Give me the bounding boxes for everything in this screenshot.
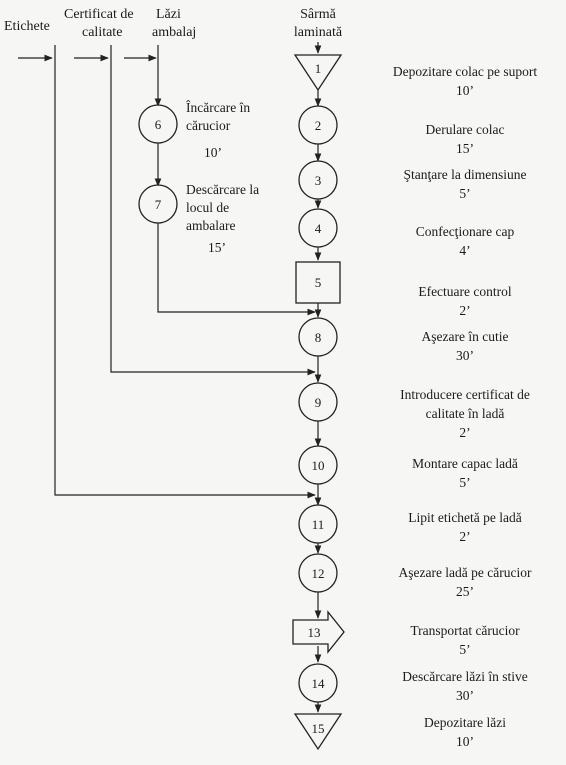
side-step-7: 7 Descărcare la locul de ambalare 15’ bbox=[138, 182, 259, 255]
step-3-label: Ştanţare la dimensiune bbox=[404, 167, 527, 182]
step-1-time: 10’ bbox=[456, 83, 474, 98]
step-number: 5 bbox=[315, 275, 322, 290]
step-10-time: 5’ bbox=[459, 475, 470, 490]
step-number: 11 bbox=[312, 517, 325, 532]
step-number: 2 bbox=[315, 118, 322, 133]
step-9-time: 2’ bbox=[459, 425, 470, 440]
step-14: 14 bbox=[298, 663, 338, 703]
transport-arrow-13 bbox=[292, 610, 345, 654]
input-label-sarma-line1: Sârmă bbox=[300, 7, 337, 22]
step-number: 13 bbox=[308, 625, 321, 640]
operation-circle-6 bbox=[138, 104, 178, 144]
step-9-label-line1: Introducere certificat de bbox=[400, 387, 530, 402]
step-number: 9 bbox=[315, 395, 322, 410]
input-label-etichete: Etichete bbox=[4, 19, 50, 34]
control-square-5 bbox=[295, 261, 341, 304]
step-10-label: Montare capac ladă bbox=[412, 456, 518, 471]
side-step-6-label-line2: cărucior bbox=[186, 118, 231, 133]
step-3: 3 bbox=[298, 160, 338, 200]
side-step-6: 6 Încărcare în cărucior 10’ bbox=[138, 100, 250, 160]
feed-line-certificat bbox=[110, 45, 316, 376]
step-13-label: Transportat cărucior bbox=[410, 623, 520, 638]
step-12-time: 25’ bbox=[456, 584, 474, 599]
operation-circle-4 bbox=[298, 208, 338, 248]
operation-circle-9 bbox=[298, 382, 338, 422]
step-12: 12 bbox=[298, 553, 338, 593]
step-number: 15 bbox=[312, 721, 325, 736]
feed-line-etichete bbox=[54, 45, 316, 499]
step-1-label: Depozitare colac pe suport bbox=[393, 64, 538, 79]
side-step-7-time: 15’ bbox=[208, 240, 226, 255]
step-2: 2 bbox=[298, 105, 338, 145]
step-number: 12 bbox=[312, 566, 325, 581]
step-4: 4 bbox=[298, 208, 338, 248]
input-label-certificat-line1: Certificat de bbox=[64, 7, 134, 22]
step-15-time: 10’ bbox=[456, 734, 474, 749]
step-15: 15 bbox=[293, 713, 343, 751]
step-8-label: Aşezare în cutie bbox=[422, 329, 509, 344]
step-2-label: Derulare colac bbox=[425, 122, 504, 137]
step-labels: Depozitare colac pe suport 10’ Derulare … bbox=[393, 64, 538, 749]
operation-circle-11 bbox=[298, 504, 338, 544]
step-4-time: 4’ bbox=[459, 243, 470, 258]
step-1: 1 bbox=[293, 54, 343, 92]
step-8-time: 30’ bbox=[456, 348, 474, 363]
side-step-7-label-line1: Descărcare la bbox=[186, 182, 259, 197]
step-9-label-line2: calitate în ladă bbox=[426, 406, 505, 421]
step-14-time: 30’ bbox=[456, 688, 474, 703]
step-number: 7 bbox=[155, 197, 162, 212]
step-8: 8 bbox=[298, 317, 338, 357]
step-3-time: 5’ bbox=[459, 186, 470, 201]
step-number: 4 bbox=[315, 221, 322, 236]
step-2-time: 15’ bbox=[456, 141, 474, 156]
step-13-time: 5’ bbox=[459, 642, 470, 657]
side-step-6-time: 10’ bbox=[204, 145, 222, 160]
step-14-label: Descărcare lăzi în stive bbox=[402, 669, 528, 684]
step-number: 1 bbox=[315, 61, 322, 76]
step-number: 8 bbox=[315, 330, 322, 345]
step-5-time: 2’ bbox=[459, 303, 470, 318]
step-5: 5 bbox=[295, 261, 341, 304]
operation-circle-14 bbox=[298, 663, 338, 703]
step-12-label: Aşezare ladă pe cărucior bbox=[398, 565, 532, 580]
side-step-7-label-line2: locul de bbox=[186, 200, 229, 215]
side-step-6-label-line1: Încărcare în bbox=[186, 100, 250, 115]
step-15-label: Depozitare lăzi bbox=[424, 715, 506, 730]
step-5-label: Efectuare control bbox=[418, 284, 512, 299]
storage-triangle-1 bbox=[293, 54, 343, 92]
feed-line-lazi-bottom bbox=[157, 222, 316, 316]
input-label-certificat-line2: calitate bbox=[82, 25, 122, 40]
operation-circle-3 bbox=[298, 160, 338, 200]
step-11-time: 2’ bbox=[459, 529, 470, 544]
operation-circle-2 bbox=[298, 105, 338, 145]
step-4-label: Confecţionare cap bbox=[416, 224, 515, 239]
step-number: 3 bbox=[315, 173, 322, 188]
step-11-label: Lipit etichetă pe ladă bbox=[408, 510, 522, 525]
operation-circle-7 bbox=[138, 184, 178, 224]
step-13: 13 bbox=[292, 610, 345, 654]
input-label-sarma-line2: laminată bbox=[294, 25, 343, 40]
step-11: 11 bbox=[298, 504, 338, 544]
operation-circle-12 bbox=[298, 553, 338, 593]
storage-triangle-15 bbox=[293, 713, 343, 751]
input-label-lazi-line1: Lăzi bbox=[156, 7, 181, 22]
step-10: 10 bbox=[298, 445, 338, 485]
step-number: 10 bbox=[312, 458, 325, 473]
side-step-7-label-line3: ambalare bbox=[186, 218, 235, 233]
step-number: 6 bbox=[155, 117, 162, 132]
input-label-lazi-line2: ambalaj bbox=[152, 25, 196, 40]
step-number: 14 bbox=[312, 676, 326, 691]
step-9: 9 bbox=[298, 382, 338, 422]
operation-circle-8 bbox=[298, 317, 338, 357]
operation-circle-10 bbox=[298, 445, 338, 485]
